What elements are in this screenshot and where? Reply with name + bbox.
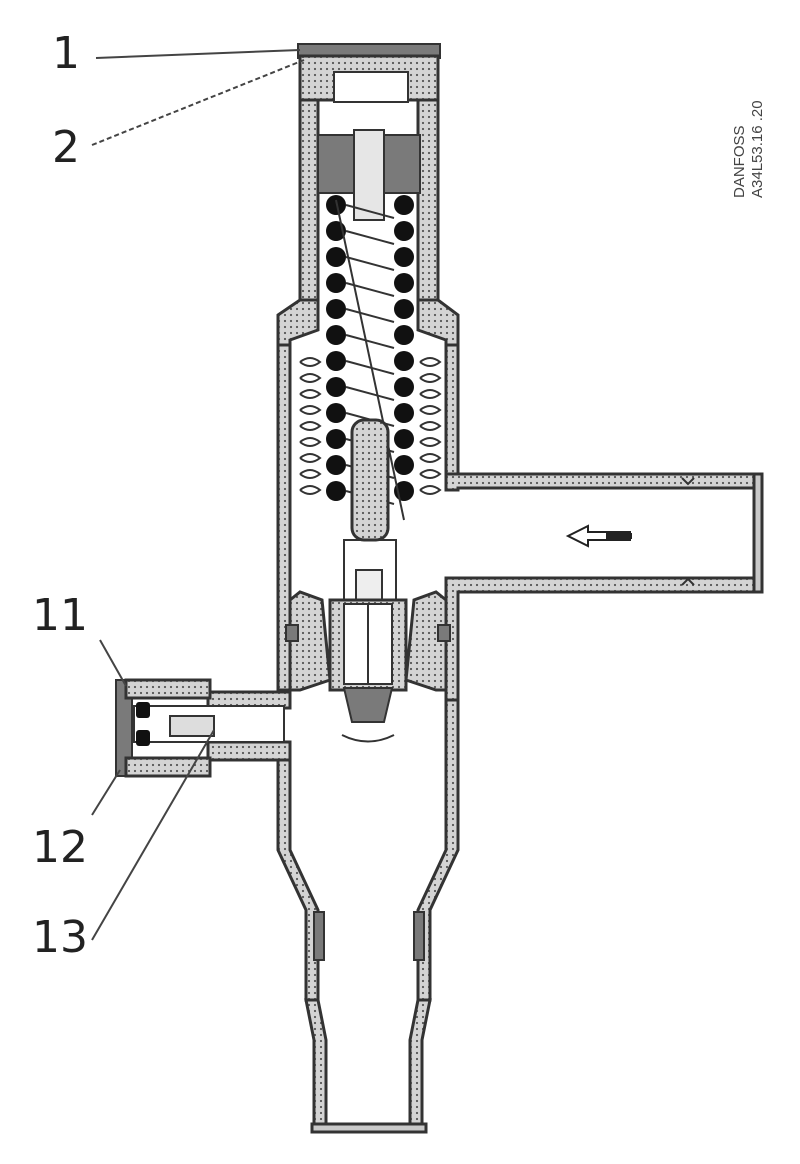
spring-coil xyxy=(326,429,346,449)
bellows-fold xyxy=(299,405,322,415)
bellows-fold xyxy=(299,453,322,463)
bellows-fold xyxy=(299,357,322,367)
leader-2 xyxy=(91,59,305,146)
bellows-fold xyxy=(299,469,322,479)
leader-12 xyxy=(91,769,121,816)
bellows-fold xyxy=(419,453,442,463)
bellows-fold xyxy=(419,405,442,415)
bellows-fold xyxy=(419,389,442,399)
gauge-port-assembly xyxy=(115,678,292,778)
spring-coil xyxy=(326,247,346,267)
watermark-line1: DANFOSS xyxy=(731,125,748,198)
spring-coil xyxy=(326,195,346,215)
bellows-fold xyxy=(419,357,442,367)
leader-1 xyxy=(95,49,301,59)
spring-coil xyxy=(394,221,414,241)
spring-coil xyxy=(394,325,414,345)
spring-coil xyxy=(326,403,346,423)
bellows-fold xyxy=(299,421,322,431)
bellows-fold xyxy=(419,485,442,495)
spring-coil xyxy=(394,351,414,371)
leader-11 xyxy=(99,639,127,687)
callout-labels: 1 2 11 12 13 xyxy=(32,28,88,963)
spring-wire xyxy=(345,256,395,271)
callout-13: 13 xyxy=(32,912,88,963)
valve-body xyxy=(276,343,764,1134)
spring-wire xyxy=(345,230,395,245)
arrow-left-icon xyxy=(565,524,632,548)
callout-1: 1 xyxy=(52,28,80,79)
spring-coil xyxy=(326,455,346,475)
spring-wire xyxy=(345,334,395,349)
spring-coil xyxy=(326,481,346,501)
spring-coil xyxy=(394,455,414,475)
spring-coil xyxy=(394,195,414,215)
spring-coil xyxy=(326,273,346,293)
spring-coil xyxy=(326,299,346,319)
spring-housing xyxy=(276,98,460,347)
spring-wire xyxy=(345,308,395,323)
watermark-line2: A34L53.16 .20 xyxy=(749,100,766,198)
danfoss-watermark: DANFOSS A34L53.16 .20 xyxy=(731,100,766,198)
bellows xyxy=(299,357,442,495)
bellows-fold xyxy=(299,389,322,399)
spring-coil xyxy=(394,377,414,397)
bellows-fold xyxy=(299,485,322,495)
spring-coil xyxy=(394,429,414,449)
bellows-fold xyxy=(299,373,322,383)
callout-2: 2 xyxy=(52,122,80,173)
spring-coil xyxy=(394,247,414,267)
bellows-fold xyxy=(419,373,442,383)
bellows-fold xyxy=(419,469,442,479)
spring-wire xyxy=(345,204,395,219)
spring-coil xyxy=(394,403,414,423)
spring-coil xyxy=(326,351,346,371)
spring-coil xyxy=(326,377,346,397)
callout-12: 12 xyxy=(32,822,88,873)
callout-11: 11 xyxy=(32,590,88,641)
bellows-fold xyxy=(419,437,442,447)
bellows-fold xyxy=(299,437,322,447)
spring-coil xyxy=(326,325,346,345)
callout-leaders xyxy=(91,49,305,941)
spring-coil xyxy=(394,299,414,319)
spring-wire xyxy=(345,386,395,401)
bellows-fold xyxy=(419,421,442,431)
spring-coil xyxy=(394,273,414,293)
spring-wire xyxy=(345,360,395,375)
valve-seat-assembly xyxy=(285,418,451,743)
leader-13 xyxy=(91,729,215,941)
bonnet-cap xyxy=(297,43,441,103)
